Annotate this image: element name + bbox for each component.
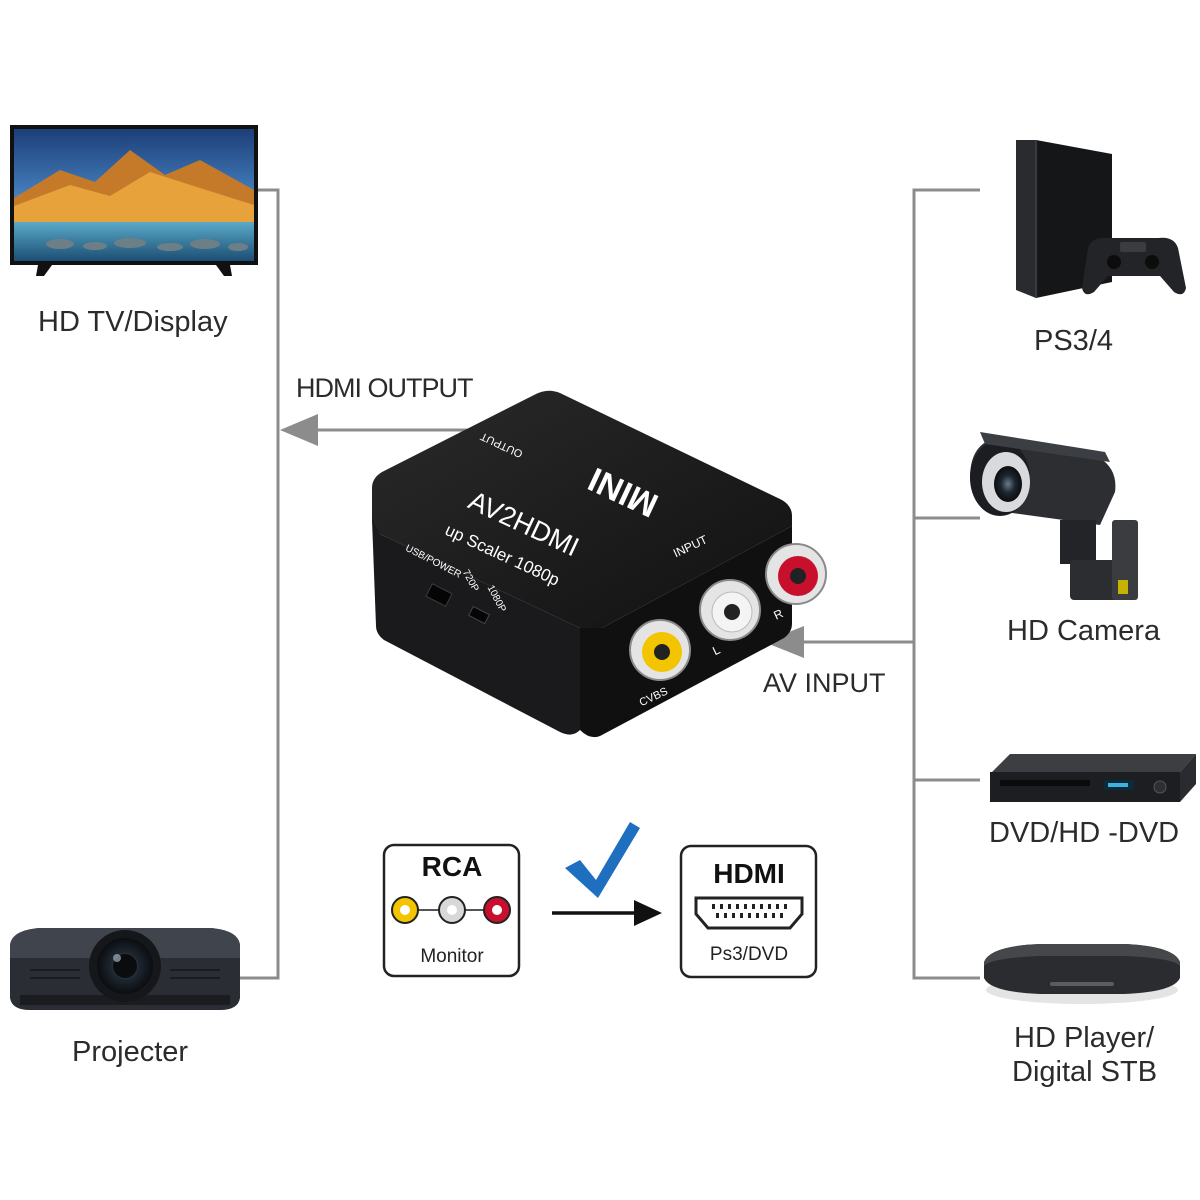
- projector-icon: [10, 928, 240, 1010]
- player-label-line1: HD Player/: [1014, 1022, 1155, 1054]
- hdmi-legend-box: HDMI Ps3/DVD: [679, 844, 818, 979]
- conversion-arrow: [552, 900, 662, 926]
- check-icon: [565, 822, 640, 898]
- rca-jack-yellow: [629, 619, 691, 681]
- dvd-icon: [990, 754, 1196, 802]
- media-player-icon: [984, 944, 1180, 1004]
- ps4-icon: [1016, 140, 1186, 298]
- hdmi-output-label: HDMI OUTPUT: [296, 373, 473, 403]
- usb-port: [425, 583, 453, 607]
- converter-right-face: [580, 526, 792, 738]
- converter-left-face: [372, 520, 580, 735]
- av-input-arrow: [764, 626, 804, 658]
- camera-label: HD Camera: [1007, 615, 1161, 647]
- tv-icon: [10, 125, 258, 276]
- av-input-label: AV INPUT: [763, 668, 886, 698]
- rca-legend-box: RCA Monitor: [382, 843, 521, 978]
- rca-legend-subtitle: Monitor: [420, 946, 484, 967]
- tv-label: HD TV/Display: [38, 306, 228, 338]
- camera-icon: [970, 432, 1138, 600]
- converter-device: MINI AV2HDMI up Scaler 1080p OUTPUT INPU…: [372, 390, 827, 738]
- hdmi-legend-title: HDMI: [713, 858, 785, 889]
- converter-top-face: [372, 390, 792, 631]
- right-bracket-line: [800, 188, 980, 980]
- player-label-line2: Digital STB: [1012, 1056, 1158, 1088]
- left-bracket-line: [240, 188, 468, 980]
- rca-jack-red: [765, 543, 827, 605]
- rca-jack-white: [699, 579, 761, 641]
- rca-legend-title: RCA: [422, 851, 483, 882]
- dvd-label: DVD/HD -DVD: [989, 817, 1180, 849]
- hdmi-output-arrow: [280, 414, 318, 446]
- hdmi-legend-subtitle: Ps3/DVD: [710, 944, 788, 965]
- resolution-switch: [468, 605, 490, 625]
- ps-label: PS3/4: [1034, 325, 1113, 357]
- projector-label: Projecter: [72, 1036, 189, 1068]
